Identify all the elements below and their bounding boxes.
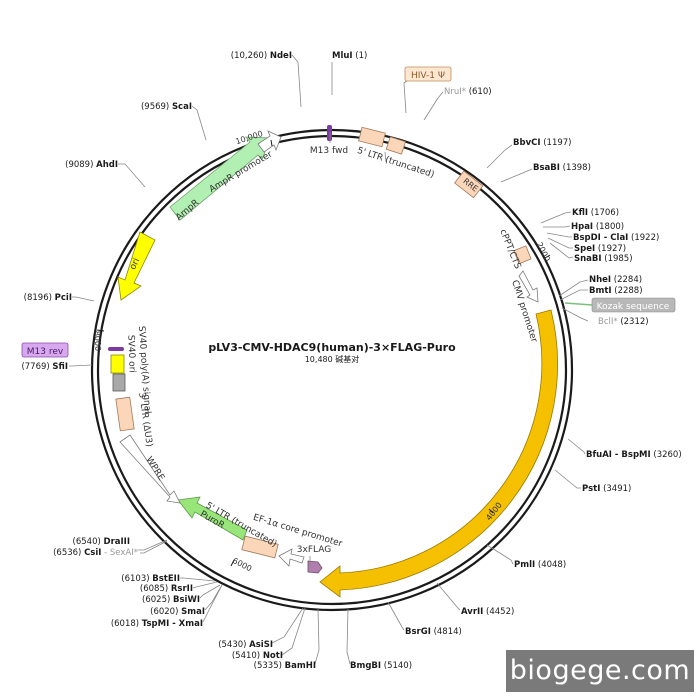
ori-arrow[interactable] [117,231,156,301]
site-bsabi[interactable]: BsaBI (1398) [533,163,591,173]
plasmid-name: pLV3-CMV-HDAC9(human)-3×FLAG-Puro [208,341,456,354]
ltr5-truncated-box-bottom[interactable] [241,535,279,559]
ltr5-truncated-box-1[interactable] [358,126,386,148]
tick-mark-10000 [270,139,273,147]
ef1a-promoter-arrow[interactable] [278,548,305,567]
site-spei[interactable]: SpeI (1927) [574,244,626,254]
kozak-label-box [591,297,676,313]
tick-mark-6000 [230,559,235,567]
site-bsrgi[interactable]: BsrGI (4814) [405,627,462,637]
site-bfuai-bspmi[interactable]: BfuAI - BspMI (3260) [586,450,682,460]
site-hpai[interactable]: HpaI (1800) [571,222,624,232]
feature-leader-lines [309,132,387,566]
site-bamhi[interactable]: (5335) BamHI [254,661,316,671]
watermark: biogege.com [506,650,694,692]
site-pmli[interactable]: PmlI (4048) [514,560,566,570]
site-bspdi-clai[interactable]: BspDI - ClaI (1922) [573,233,659,243]
site-ahdi[interactable]: (9089) AhdI [65,160,118,170]
hiv-psi-label: HIV-1 Ψ [411,71,445,81]
m13-fwd-marker[interactable] [327,125,332,141]
site-rsrii[interactable]: (6085) RsrII [140,584,193,594]
flag-label: 3xFLAG [297,545,331,555]
site-bsiwi[interactable]: (6025) BsiWI [142,595,200,605]
m13rev-label-box [21,342,69,358]
site-asisi[interactable]: (5430) AsiSI [218,640,273,650]
site-sfii[interactable]: (7769) SfiI [21,362,68,372]
site-ndei[interactable]: (10,260) NdeI [231,51,292,61]
site-labels: (10,260) NdeI MluI (1) NruI* (610) BbvCI… [21,51,681,671]
m13-rev-marker[interactable] [108,347,124,351]
site-psti[interactable]: PstI (3491) [582,484,631,494]
site-smai[interactable]: (6020) SmaI [150,607,205,617]
plasmid-size: 10,480 碱基对 [305,354,360,364]
hdac9-arrow[interactable] [319,309,558,598]
site-avrii[interactable]: AvrII (4452) [461,607,514,617]
sv40-ori-box[interactable] [112,373,126,392]
cppt-box[interactable] [513,245,532,265]
wpre-arrow[interactable] [119,434,181,504]
tick-mark-8000 [96,329,105,332]
ori-label: ori [128,257,142,272]
site-bcli[interactable]: BclI* (2312) [598,317,649,327]
sv40ori-label: SV40 ori [125,335,136,373]
site-pcii[interactable]: (8196) PciI [24,293,72,303]
sv40-polya-box[interactable] [110,354,125,374]
site-bsteii[interactable]: (6103) BstEII [121,574,180,584]
site-nrui[interactable]: NruI* (610) [444,87,492,97]
hiv-psi-label-box [404,66,452,82]
site-tspmi-xmai[interactable]: (6018) TspMI - XmaI [111,619,203,629]
m13rev-label: M13 rev [27,347,64,357]
tick-mark-4000 [488,508,494,514]
backbone-inner [96,134,568,606]
site-nhei[interactable]: NheI (2284) [589,275,642,285]
cmv-promoter-arrow[interactable] [518,270,539,303]
tick-label-6000: 6000 [231,556,253,573]
site-snabi[interactable]: SnaBI (1985) [574,254,633,264]
cmv-label: CMV promoter [509,279,539,344]
site-leader-lines [69,54,589,665]
site-bmti[interactable]: BmtI (2288) [589,286,643,296]
site-bmgbi[interactable]: BmgBI (5140) [350,661,412,671]
site-scai[interactable]: (9569) ScaI [141,102,192,112]
kozak-connector [564,302,593,306]
puror-arrow[interactable] [177,496,248,541]
site-noti[interactable]: (5410) NotI [232,651,283,661]
3xflag-box[interactable] [307,560,323,574]
ltr5-truncated-box-2[interactable] [385,136,406,155]
ltr3-box[interactable] [115,396,135,432]
site-kfli[interactable]: KflI (1706) [572,208,619,218]
site-csii[interactable]: (6536) CsiI - SexAI* [53,548,138,558]
kozak-label: Kozak sequence [597,302,670,312]
rre-box[interactable] [454,170,484,199]
site-mlui[interactable]: MluI (1) [332,51,367,61]
tick-label-8000: 8000 [93,331,103,352]
site-bbvci[interactable]: BbvCI (1197) [513,138,571,148]
site-draiii[interactable]: (6540) DraIII [73,537,130,547]
ampr-promoter-arrow[interactable] [257,130,282,153]
m13-fwd-label: M13 fwd [310,146,348,156]
tick-mark-2000 [544,254,551,259]
